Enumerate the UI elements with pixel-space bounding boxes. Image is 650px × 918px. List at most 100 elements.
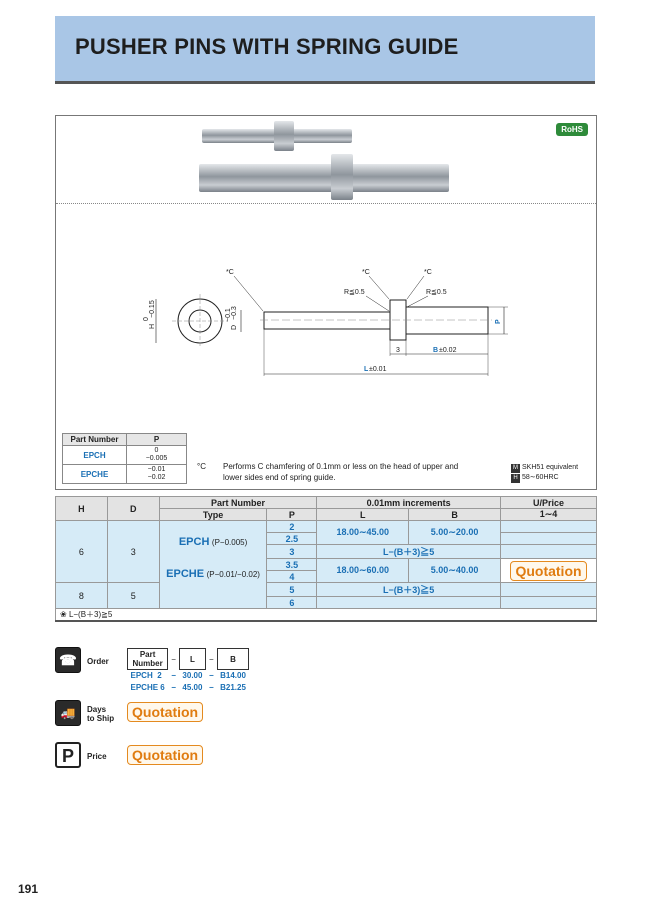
drawing-svg: H 0 −0.15 D −0.1 −0.3 *C *C *C R≦0.5: [143, 269, 508, 376]
cell-blank: [316, 596, 502, 609]
type-tol: (P−0.005): [211, 537, 248, 547]
cell-p: 2.5: [266, 532, 318, 545]
cell-p: 2: [266, 520, 318, 533]
header-d: D: [106, 496, 160, 521]
page-title: PUSHER PINS WITH SPRING GUIDE: [75, 34, 459, 59]
cell-condition: L−(B＋3)≧5: [316, 582, 502, 597]
c-label-3: *C: [424, 269, 432, 276]
c-label-2: *C: [362, 269, 370, 276]
cell-d: 3: [106, 520, 160, 583]
side-view-shaft: [263, 311, 391, 330]
hardness-text: 58∼60HRC: [522, 474, 559, 481]
tol-value-bottom: −0.02: [147, 474, 166, 481]
tolerance-table: Part Number P EPCH 0 −0.005 EPCHE −0.01 …: [62, 433, 187, 484]
r-label-2: R≦0.5: [426, 289, 447, 296]
cell-price-blank: [500, 544, 597, 559]
order-header-l: L: [178, 648, 206, 670]
side-view-guide: [405, 306, 489, 335]
cell-p: 5: [266, 582, 318, 597]
cell-condition: L−(B＋3)≧5: [316, 544, 502, 559]
cell-price: Quotation: [500, 558, 597, 583]
type-tol: (P−0.01/−0.02): [206, 569, 260, 579]
cell-p: 3: [266, 544, 318, 559]
dim-b-label: B: [433, 347, 438, 354]
header-type: Type: [158, 508, 268, 521]
header-h: H: [55, 496, 108, 521]
d-dim-tol-top: −0.1: [225, 308, 232, 322]
price-label: Price: [87, 752, 107, 761]
pin-photo-small-collar: [274, 121, 294, 151]
pin-photo-large-collar: [331, 154, 353, 200]
tol-header-part: Part Number: [62, 433, 127, 446]
order-label: Order: [87, 657, 109, 666]
cell-price-blank: [500, 532, 597, 545]
order-dash: −: [171, 671, 176, 680]
cell-d: 5: [106, 582, 160, 609]
h-dim-tol-top: 0: [143, 317, 150, 321]
cell-l-range: 18.00∼45.00: [316, 520, 410, 545]
h-dim-tol-bottom: −0.15: [149, 300, 156, 318]
header-part-number: Part Number: [158, 496, 318, 509]
r-leader-2: [406, 295, 429, 308]
c-leader-3: [406, 275, 425, 300]
p-dim-label: P: [495, 319, 502, 324]
order-example-l: 30.00: [182, 671, 203, 681]
header-qty: 1∼4: [500, 508, 597, 521]
rohs-badge: RoHS: [556, 123, 588, 136]
c-leader-2: [368, 275, 390, 300]
truck-icon: 🚚: [55, 700, 81, 726]
order-example-l: 45.00: [182, 683, 203, 692]
cell-price-blank: [500, 596, 597, 609]
cell-p: 3.5: [266, 558, 318, 571]
order-example-part: EPCH 2: [130, 671, 162, 681]
page-number: 191: [18, 882, 39, 896]
footnote-text: L−(B＋3)≧5: [68, 610, 113, 619]
order-example-part: EPCHE 6: [130, 683, 165, 692]
cell-p: 6: [266, 596, 318, 609]
product-photo: RoHS: [56, 116, 596, 204]
days-to-ship-quotation: Quotation: [127, 702, 204, 722]
dim-l-label: L: [364, 366, 369, 373]
note-mark: °C: [197, 462, 206, 471]
tol-row: EPCHE −0.01 −0.02: [62, 464, 187, 484]
tol-value-top: 0: [154, 447, 159, 454]
tol-value: −0.01 −0.02: [126, 464, 187, 484]
type-epch: EPCH (P−0.005): [160, 536, 267, 548]
cell-b-range: 5.00∼40.00: [408, 558, 502, 583]
cell-types: EPCH (P−0.005) EPCHE (P−0.01/−0.02): [158, 520, 268, 609]
hardness-tag: H: [511, 474, 520, 483]
cell-l-range: 18.00∼60.00: [316, 558, 410, 583]
spec-table: H D Part Number 0.01mm increments U/Pric…: [55, 496, 597, 622]
dim-3-label: 3: [396, 347, 400, 354]
order-example-table: Part Number − L − B EPCH 2 − 30.00 − B14…: [126, 648, 250, 694]
cell-p: 4: [266, 570, 318, 583]
tol-part: EPCHE: [62, 464, 127, 484]
type-name: EPCH: [178, 535, 210, 548]
order-dash: −: [208, 654, 214, 664]
tol-value-bottom: −0.005: [145, 455, 168, 462]
material-tag: M: [511, 464, 520, 473]
page-header: PUSHER PINS WITH SPRING GUIDE: [55, 16, 595, 84]
tol-header-p: P: [126, 433, 187, 446]
phone-icon: ☎: [55, 647, 81, 673]
order-dash: −: [208, 671, 214, 680]
order-example-b: B14.00: [220, 671, 246, 681]
price-quotation-badge: Quotation: [127, 745, 204, 765]
pin-photo-large-shaft: [199, 164, 449, 192]
note-text: Performs C chamfering of 0.1mm or less o…: [223, 462, 459, 482]
r-leader-1: [365, 295, 390, 312]
order-header-b: B: [216, 648, 250, 670]
header-b: B: [408, 508, 502, 521]
material-text: SKH51 equivalent: [522, 464, 579, 471]
d-dim-tol-bottom: −0.3: [231, 306, 238, 320]
dim-b-tol: ±0.02: [439, 347, 457, 354]
tol-part: EPCH: [62, 445, 127, 465]
tol-value-top: −0.01: [147, 466, 166, 473]
cell-price-blank: [500, 582, 597, 597]
header-uprice: U/Price: [500, 496, 597, 509]
order-dash: −: [171, 683, 176, 692]
